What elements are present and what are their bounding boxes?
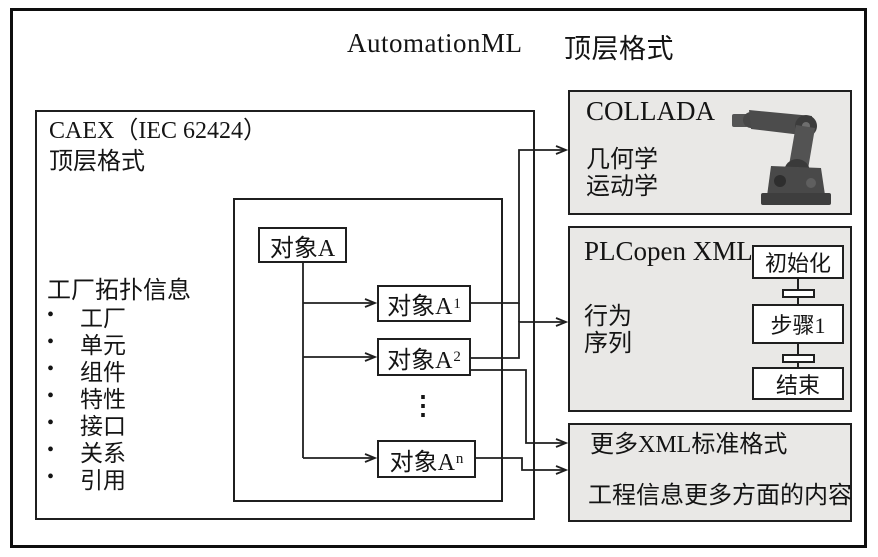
more-formats-line2: 工程信息更多方面的内容 bbox=[588, 483, 852, 509]
list-item: • 特性 bbox=[47, 383, 126, 412]
more-xml-formats-panel: 更多XML标准格式 工程信息更多方面的内容 bbox=[568, 423, 852, 522]
diagram-title-automationml: AutomationML bbox=[347, 28, 523, 58]
caex-box: CAEX（IEC 62424） 顶层格式 工厂拓扑信息 • 工厂 • 单元 • 组件 … bbox=[35, 110, 535, 520]
topology-item-label: 接口 bbox=[80, 413, 126, 439]
caex-title: CAEX（IEC 62424） 顶层格式 bbox=[49, 116, 267, 178]
topology-list: • 工厂 • 单元 • 组件 • 特性 • 接口 • 关系 • 引用 bbox=[47, 302, 126, 493]
list-item: • 关系 bbox=[47, 437, 126, 466]
plcopen-line-behavior: 行为 bbox=[584, 304, 632, 330]
topology-item-label: 单元 bbox=[80, 332, 126, 358]
sfc-step-end: 结束 bbox=[752, 367, 844, 400]
topology-item-label: 组件 bbox=[80, 359, 126, 385]
bullet-icon: • bbox=[47, 358, 55, 380]
collada-line-kinematics: 运动学 bbox=[586, 174, 658, 200]
outer-frame bbox=[10, 8, 867, 548]
list-item: • 工厂 bbox=[47, 302, 126, 331]
bullet-icon: • bbox=[47, 412, 55, 434]
node-label: 对象A bbox=[387, 294, 453, 320]
topology-item-label: 工厂 bbox=[80, 305, 126, 331]
node-label: 对象A bbox=[387, 347, 453, 374]
topology-item-label: 引用 bbox=[80, 467, 126, 493]
sfc-transition-bar bbox=[782, 354, 815, 363]
node-object-a: 对象A bbox=[258, 227, 347, 263]
plcopen-line-sequence: 序列 bbox=[584, 331, 632, 357]
sfc-step-1: 步骤1 bbox=[752, 304, 844, 344]
diagram-title-top-level-format: 顶层格式 bbox=[564, 34, 674, 64]
sfc-transition-bar bbox=[782, 289, 815, 298]
caex-title-line1: CAEX（IEC 62424） bbox=[49, 118, 267, 144]
collada-panel: COLLADA 几何学 运动学 bbox=[568, 90, 852, 215]
list-item: • 组件 bbox=[47, 356, 126, 385]
node-label: 对象A bbox=[389, 449, 455, 476]
topology-item-label: 特性 bbox=[80, 386, 126, 412]
collada-line-geometry: 几何学 bbox=[586, 147, 658, 173]
topology-heading: 工厂拓扑信息 bbox=[47, 278, 191, 304]
list-item: • 接口 bbox=[47, 410, 126, 439]
robot-arm-image bbox=[732, 110, 831, 205]
plcopen-panel: PLCopen XML 行为 序列 初始化 步骤1 结束 bbox=[568, 226, 852, 412]
sfc-step-init: 初始化 bbox=[752, 245, 844, 279]
more-formats-line1: 更多XML标准格式 bbox=[590, 432, 788, 458]
list-item: • 引用 bbox=[47, 464, 126, 493]
bullet-icon: • bbox=[47, 331, 55, 353]
bullet-icon: • bbox=[47, 439, 55, 461]
plcopen-title: PLCopen XML bbox=[584, 236, 753, 266]
vertical-ellipsis: ⋮ bbox=[410, 391, 436, 420]
list-item: • 单元 bbox=[47, 329, 126, 358]
collada-title: COLLADA bbox=[586, 96, 715, 126]
caex-title-line2: 顶层格式 bbox=[49, 149, 145, 175]
node-label: 对象A bbox=[269, 235, 336, 262]
bullet-icon: • bbox=[47, 304, 55, 326]
topology-item-label: 关系 bbox=[80, 440, 126, 466]
bullet-icon: • bbox=[47, 466, 55, 488]
bullet-icon: • bbox=[47, 385, 55, 407]
